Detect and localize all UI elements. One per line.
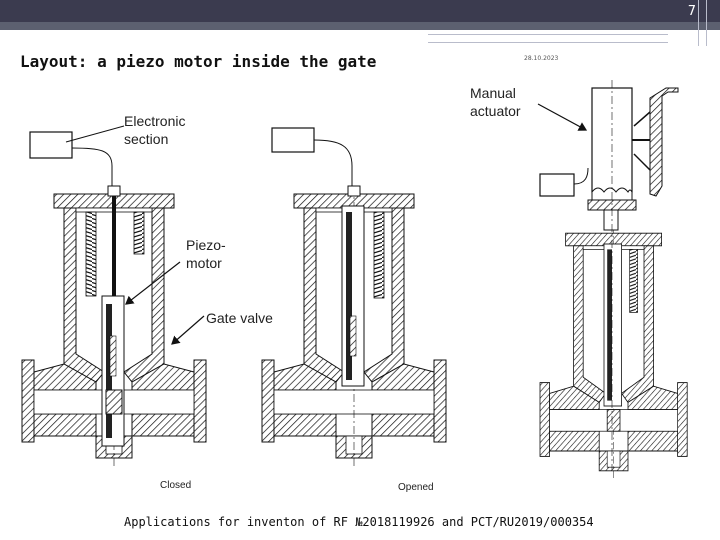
piezo-label-line2: motor — [186, 255, 222, 271]
opened-label: Opened — [398, 482, 434, 493]
manual-label-line2: actuator — [470, 103, 521, 119]
right-edge-rule — [698, 0, 699, 46]
slide-number: 7 — [687, 4, 696, 19]
slide-header-bar — [0, 0, 720, 22]
electronic-label-line1: Electronic — [124, 113, 186, 129]
right-edge-rule-2 — [706, 0, 707, 46]
slide-date: 28.10.2023 — [524, 55, 559, 62]
closed-label: Closed — [160, 480, 192, 491]
electronic-label-line2: section — [124, 131, 169, 147]
gate-valve-label: Gate valve — [206, 310, 273, 326]
slide-footer: Applications for inventon of RF №2018119… — [124, 515, 594, 529]
manual-actuator-label: Manual actuator — [470, 84, 521, 120]
header-rule-2 — [428, 42, 668, 43]
slide-title: Layout: a piezo motor inside the gate — [20, 52, 377, 71]
piezo-motor-label: Piezo- motor — [186, 236, 226, 272]
header-rule — [428, 34, 668, 35]
manual-label-line1: Manual — [470, 85, 516, 101]
electronic-section-label: Electronic section — [124, 112, 185, 148]
slide-header-accent — [0, 22, 720, 30]
piezo-label-line1: Piezo- — [186, 237, 226, 253]
